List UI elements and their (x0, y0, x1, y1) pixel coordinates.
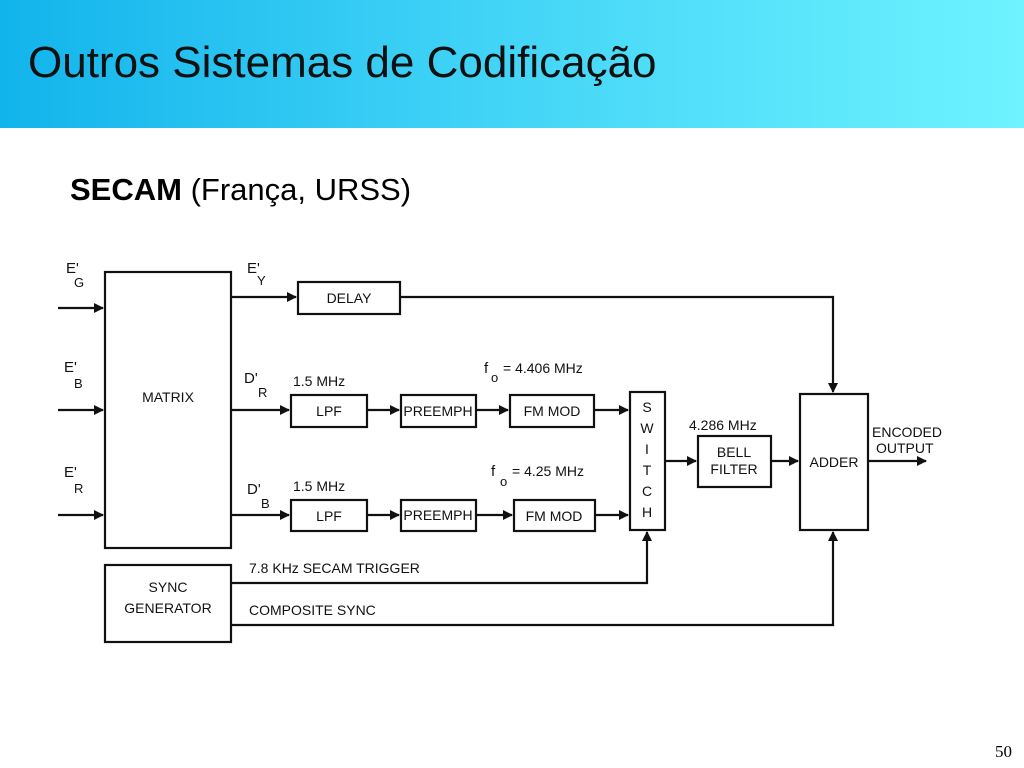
input-label-b-sub: B (74, 376, 83, 391)
lpf-top-block (289, 393, 369, 429)
arrow-delay-adder (400, 295, 838, 393)
adder-label: ADDER (809, 454, 858, 470)
preemph-top-block (399, 393, 478, 429)
fo-top-subscript: o (491, 370, 498, 385)
switch-letter: C (642, 483, 652, 499)
fmmod-top-label: FM MOD (524, 403, 581, 419)
switch-letter: S (642, 399, 651, 415)
trigger-label: 7.8 KHz SECAM TRIGGER (249, 560, 420, 576)
lpf-bottom-label: LPF (316, 508, 342, 524)
lpf-bottom-block (289, 498, 369, 533)
delay-block (296, 280, 402, 316)
switch-letter: I (645, 441, 649, 457)
fo-bottom-value: = 4.25 MHz (512, 463, 584, 479)
switch-letter: W (640, 420, 654, 436)
input-label-r-sub: R (74, 481, 83, 496)
sync-generator-block (103, 563, 233, 644)
signal-label-db-sub: B (261, 496, 270, 511)
sync-generator-label-line2: GENERATOR (124, 600, 211, 616)
lpf-top-frequency: 1.5 MHz (293, 373, 345, 389)
signal-label-db: D' (247, 481, 261, 498)
lpf-top-label: LPF (316, 403, 342, 419)
matrix-block (103, 270, 233, 550)
subtitle-system: SECAM (70, 172, 182, 207)
bell-filter-label-line2: FILTER (710, 461, 757, 477)
slide-title: Outros Sistemas de Codificação (28, 38, 657, 87)
fo-top-symbol: f (484, 360, 489, 377)
switch-letter: T (643, 462, 652, 478)
bell-filter-label-line1: BELL (717, 444, 751, 460)
preemph-top-label: PREEMPH (403, 403, 472, 419)
fmmod-bottom-block (512, 498, 597, 533)
input-label-r: E' (64, 464, 77, 481)
fo-bottom-symbol: f (491, 463, 496, 480)
switch-letter: H (642, 504, 652, 520)
signal-label-ey: E' (247, 260, 260, 277)
signal-label-ey-sub: Y (257, 273, 266, 288)
fmmod-top-block (508, 393, 596, 429)
switch-block (628, 390, 667, 532)
sync-generator-label-line1: SYNC (149, 579, 188, 595)
input-label-g: E' (66, 260, 79, 277)
fmmod-bottom-label: FM MOD (526, 508, 583, 524)
subtitle-countries: (França, URSS) (181, 172, 412, 207)
matrix-label: MATRIX (142, 389, 195, 405)
page-number: 50 (995, 742, 1012, 761)
signal-label-dr-sub: R (258, 385, 267, 400)
delay-label: DELAY (327, 290, 373, 306)
preemph-bottom-block (399, 498, 478, 533)
bell-filter-block (696, 434, 773, 489)
arrow-composite-sync-adder (231, 531, 838, 627)
signal-label-dr: D' (244, 370, 258, 387)
bell-filter-frequency: 4.286 MHz (689, 417, 757, 433)
fo-top-value: = 4.406 MHz (503, 360, 583, 376)
input-label-g-sub: G (74, 275, 84, 290)
fo-bottom-subscript: o (500, 474, 507, 489)
switch-letters: S W I T C H (640, 399, 654, 520)
secam-encoder-diagram: MATRIX DELAY LPF PREEMPH FM MOD LPF PREE… (58, 260, 942, 644)
composite-sync-label: COMPOSITE SYNC (249, 602, 376, 618)
arrow-trigger-switch (231, 531, 652, 585)
output-label-line2: OUTPUT (876, 440, 934, 456)
preemph-bottom-label: PREEMPH (403, 507, 472, 523)
output-label-line1: ENCODED (872, 424, 942, 440)
title-bar (0, 0, 1024, 128)
input-label-b: E' (64, 359, 77, 376)
adder-block (798, 392, 870, 532)
slide-subtitle: SECAM (França, URSS) (70, 172, 411, 208)
lpf-bottom-frequency: 1.5 MHz (293, 478, 345, 494)
